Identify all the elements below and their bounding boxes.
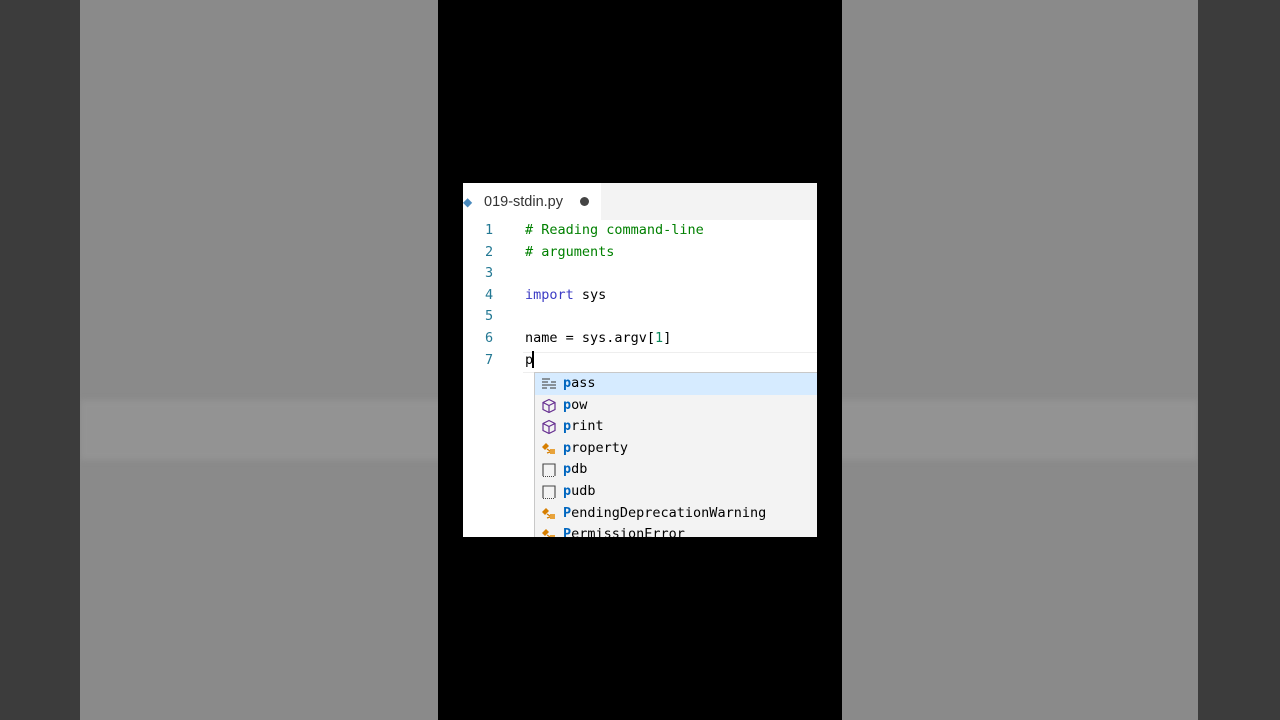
line-number: 4 [485, 286, 494, 303]
module-icon [541, 484, 557, 500]
unsaved-dot-icon[interactable] [580, 197, 589, 206]
class-icon [541, 527, 557, 537]
suggestion-label: PendingDeprecationWarning [563, 503, 766, 525]
match-prefix: P [563, 504, 572, 521]
line-number: 1 [485, 222, 494, 238]
code-text[interactable]: p [525, 350, 535, 372]
background-dark-edge [1198, 0, 1280, 720]
suggestion-rest: endingDeprecationWarning [571, 504, 767, 521]
line-number: 7 [485, 351, 494, 368]
module-icon [541, 462, 557, 478]
suggestion-item[interactable]: pass [535, 373, 817, 395]
tab-filename: 019-stdin.py [484, 193, 563, 210]
suggestion-label: pass [563, 373, 596, 395]
line-number: 5 [485, 308, 494, 325]
tab-file[interactable]: ◆ 019-stdin.py [463, 183, 601, 220]
match-prefix: p [563, 375, 572, 391]
suggestion-item[interactable]: print [535, 416, 817, 438]
suggestion-label: pudb [563, 481, 596, 503]
match-prefix: p [563, 418, 572, 435]
identifier: sys [573, 286, 607, 303]
suggestion-rest: ermissionError [571, 526, 685, 537]
code-editor[interactable]: ◆ 019-stdin.py 1 # Reading command-line 2… [463, 183, 817, 537]
tab-bar: ◆ 019-stdin.py [463, 183, 817, 220]
suggestion-rest: db [571, 461, 588, 478]
suggestion-label: pow [563, 395, 587, 417]
match-prefix: p [563, 439, 572, 456]
suggestion-item[interactable]: pow [535, 395, 817, 417]
match-prefix: p [563, 461, 572, 478]
code-text: import sys [525, 285, 606, 307]
current-line-highlight [523, 352, 817, 373]
suggestion-rest: udb [571, 483, 596, 499]
suggestion-item[interactable]: PermissionError [535, 524, 817, 537]
function-cube-icon [541, 398, 557, 414]
line-number: 3 [485, 265, 494, 282]
code-text: name = sys.argv[1] [525, 328, 671, 350]
line-number: 2 [485, 243, 494, 260]
suggestion-rest: ass [571, 375, 596, 391]
match-prefix: P [563, 526, 572, 537]
code-part: ] [663, 330, 672, 346]
class-icon [541, 441, 557, 457]
line-number: 6 [485, 330, 494, 346]
text-cursor [532, 351, 535, 369]
background-dark-edge [0, 0, 80, 720]
code-text: # arguments [525, 243, 615, 260]
suggestion-label: pdb [563, 459, 587, 481]
suggestion-item[interactable]: property [535, 438, 817, 460]
match-prefix: p [563, 483, 572, 499]
number-literal: 1 [655, 330, 664, 346]
python-icon: ◆ [463, 194, 473, 209]
code-part: name = sys.argv[ [525, 330, 656, 346]
keyword-icon [541, 376, 557, 392]
suggestion-item[interactable]: pudb [535, 481, 817, 503]
suggestion-label: print [563, 416, 604, 438]
keyword: import [525, 286, 574, 303]
code-text: # Reading command-line [525, 222, 704, 238]
class-icon [541, 506, 557, 522]
suggestion-item[interactable]: pdb [535, 459, 817, 481]
typed-text: p [525, 351, 534, 368]
suggestion-rest: roperty [571, 439, 629, 456]
function-cube-icon [541, 419, 557, 435]
suggestion-item[interactable]: PendingDeprecationWarning [535, 503, 817, 525]
suggestion-label: PermissionError [563, 524, 685, 537]
match-prefix: p [563, 396, 572, 413]
suggestion-rest: ow [571, 396, 588, 413]
suggestion-label: property [563, 438, 628, 460]
suggestion-rest: rint [571, 418, 604, 435]
